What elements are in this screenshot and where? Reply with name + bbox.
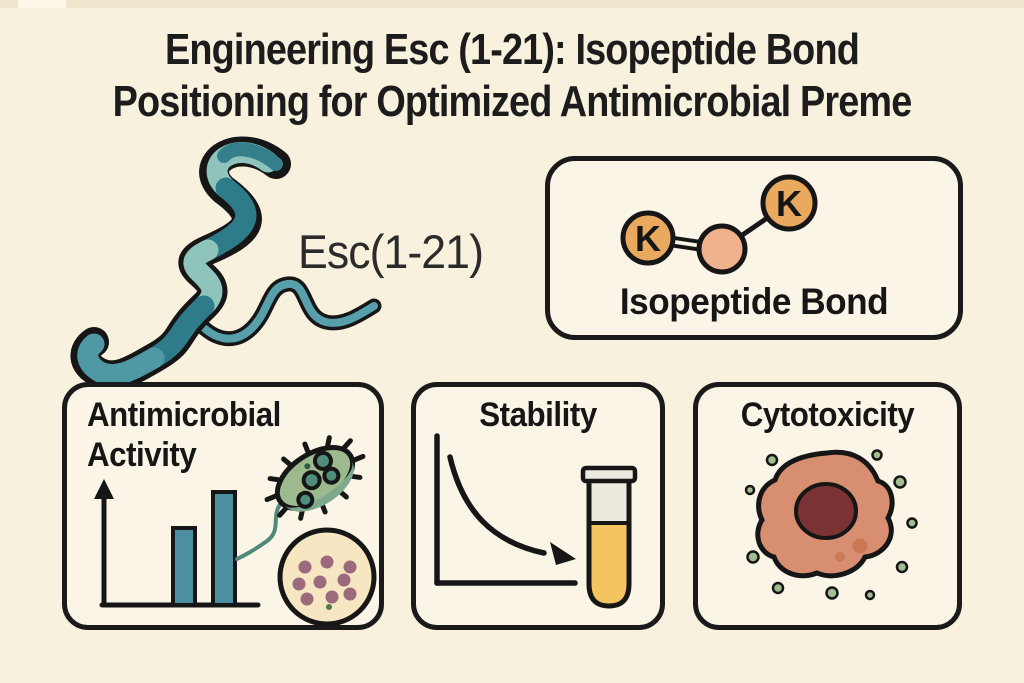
cell-nucleus-icon bbox=[794, 482, 858, 540]
peptide-label: Esc(1-21) bbox=[298, 225, 484, 278]
antimicrobial-activity-illustration bbox=[94, 435, 377, 625]
up-arrow-icon bbox=[94, 479, 114, 499]
title-line-1: Engineering Esc (1-21): Isopeptide Bond bbox=[165, 25, 860, 74]
cytotoxicity-illustration bbox=[744, 449, 918, 601]
cytotoxicity-panel: Cytotoxicity bbox=[693, 382, 962, 630]
peptide-helix-illustration bbox=[70, 136, 382, 391]
peptide-dots-icon bbox=[744, 449, 918, 601]
isopeptide-bond-panel: K K Isopeptide Bond bbox=[545, 156, 963, 340]
bacteria-icon bbox=[235, 435, 366, 561]
peptide-tail-icon bbox=[190, 276, 382, 347]
antimicrobial-activity-title: Antimicrobial Activity bbox=[87, 396, 281, 474]
lysine-left-circle bbox=[620, 210, 676, 266]
stability-illustration bbox=[434, 433, 638, 609]
bond-center-circle bbox=[696, 223, 748, 275]
cell-icon bbox=[755, 449, 895, 579]
helix-ribbon-icon bbox=[70, 136, 291, 391]
cytotoxicity-title: Cytotoxicity bbox=[740, 396, 915, 434]
top-edge-notch bbox=[18, 0, 66, 8]
test-tube-icon bbox=[580, 465, 638, 609]
lysine-right-label: K bbox=[776, 183, 802, 224]
decline-chart-icon bbox=[434, 433, 578, 586]
top-edge-strip bbox=[0, 0, 1024, 8]
title-line-2: Positioning for Optimized Antimicrobial … bbox=[112, 77, 913, 126]
bar-chart-icon bbox=[94, 479, 261, 608]
stability-title: Stability bbox=[479, 396, 597, 434]
page-title: Engineering Esc (1-21): Isopeptide Bond … bbox=[0, 24, 1024, 128]
bar-tall bbox=[211, 490, 237, 607]
stability-panel: Stability bbox=[411, 382, 665, 630]
petri-dish-icon bbox=[277, 527, 377, 625]
antimicrobial-activity-panel: Antimicrobial Activity bbox=[62, 382, 384, 630]
isopeptide-bond-label: Isopeptide Bond bbox=[619, 281, 889, 322]
decline-arrowhead-icon bbox=[550, 542, 576, 565]
bar-short bbox=[171, 526, 197, 607]
lysine-left-label: K bbox=[635, 218, 661, 259]
isopeptide-bond-icon: K K bbox=[620, 174, 818, 275]
lysine-right-circle bbox=[760, 174, 818, 232]
